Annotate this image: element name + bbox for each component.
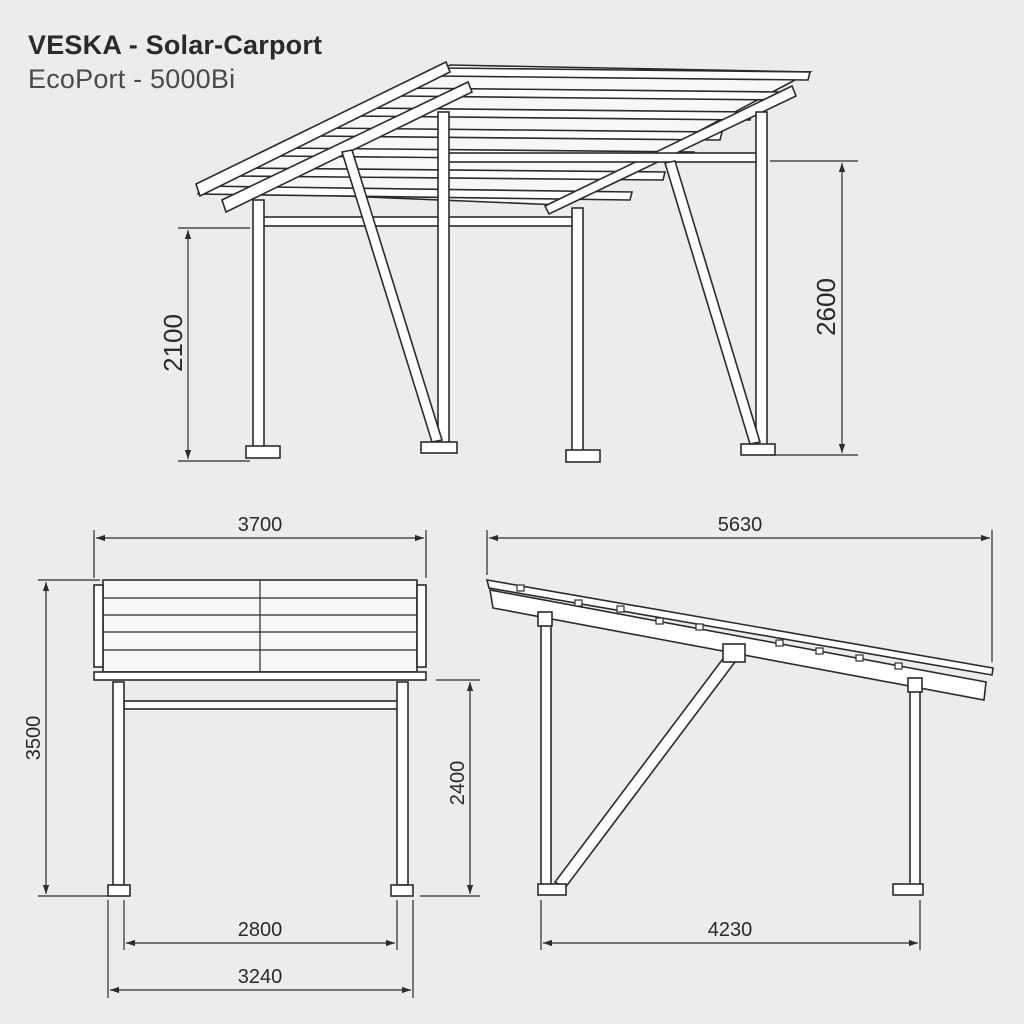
side-frame-right [416, 584, 427, 668]
post-head-front [537, 611, 553, 627]
dim-label-2100: 2100 [158, 314, 188, 372]
front-cross-beam [123, 700, 399, 710]
product-title: VESKA - Solar-Carport [28, 30, 323, 60]
right-post [396, 681, 409, 886]
brace-bracket [722, 643, 746, 663]
dim-label-3240: 3240 [238, 966, 283, 988]
perspective-dimensions [178, 160, 858, 462]
right-brace [663, 160, 762, 445]
side-frame-left [93, 584, 104, 668]
front-cross-beam [261, 216, 578, 227]
base-plate [390, 884, 414, 897]
roof-top-rail [485, 579, 994, 676]
product-subtitle: EcoPort - 5000Bi [28, 64, 236, 94]
base-plate [107, 884, 131, 897]
front-view-dimensions [38, 530, 480, 998]
rail-clamps [516, 584, 903, 670]
dim-label-3500: 3500 [23, 716, 45, 761]
front-edge-beam [195, 60, 452, 198]
dim-label-5630: 5630 [718, 514, 763, 536]
diagonal-brace [553, 650, 740, 890]
left-brace [340, 149, 444, 443]
dim-label-4230: 4230 [708, 919, 753, 941]
side-view [485, 579, 994, 896]
dim-label-2400: 2400 [447, 761, 469, 806]
roof-base-beam [93, 671, 427, 681]
left-main-beam [221, 80, 474, 214]
perspective-view [195, 60, 814, 463]
dim-label-2600: 2600 [811, 278, 841, 336]
base-plate [537, 883, 567, 896]
dim-label-3700: 3700 [238, 514, 283, 536]
base-plate [565, 449, 601, 463]
base-plate [892, 883, 924, 896]
base-plate [740, 443, 776, 456]
rear-cross-beam [444, 152, 764, 163]
base-plate [245, 445, 281, 459]
base-plate [420, 441, 458, 454]
rear-post [909, 681, 921, 886]
right-main-beam [543, 84, 798, 216]
left-post [112, 681, 125, 886]
front-view [93, 579, 427, 897]
front-post [540, 615, 552, 888]
rear-right-post [755, 111, 768, 448]
rear-left-post [437, 111, 450, 445]
post-head-rear [907, 677, 923, 693]
front-left-post [252, 199, 265, 451]
roof-rails [196, 67, 812, 201]
side-view-dimensions [486, 530, 993, 950]
front-right-post [571, 207, 584, 454]
panel-rows [103, 580, 417, 672]
dim-label-2800: 2800 [238, 919, 283, 941]
